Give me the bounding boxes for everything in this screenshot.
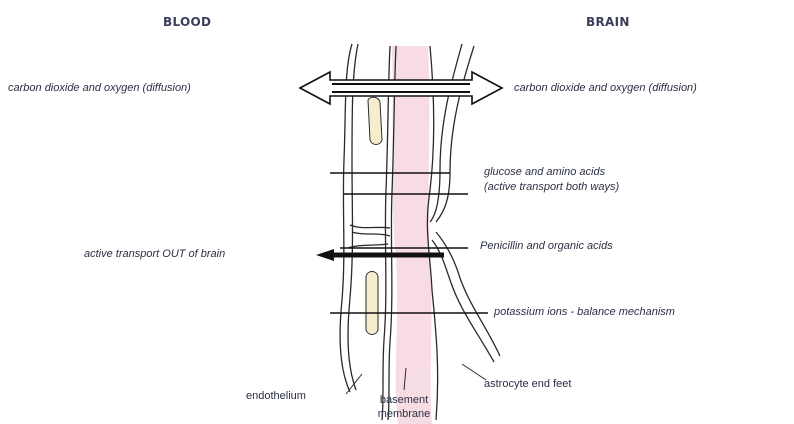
glucose-label-line1: glucose and amino acids — [484, 166, 605, 178]
blood-header: BLOOD — [163, 15, 211, 29]
cell-junction-upper — [350, 225, 390, 228]
nucleus-lower — [366, 272, 378, 335]
nucleus-upper — [368, 97, 382, 144]
brain-header: BRAIN — [586, 15, 630, 29]
co2-label-right: carbon dioxide and oxygen (diffusion) — [514, 82, 697, 94]
cell-junction-upper-2 — [352, 232, 390, 236]
astrocyte-leader — [462, 364, 486, 380]
basement-membrane-band — [392, 46, 432, 424]
potassium-label: potassium ions - balance mechanism — [494, 306, 675, 318]
active-out-arrow-head — [316, 249, 334, 261]
basement-label-line1: basement — [374, 394, 434, 406]
astrocyte-wall-4 — [432, 240, 494, 362]
endothelium-label: endothelium — [246, 390, 306, 402]
active-out-label: active transport OUT of brain — [84, 248, 225, 260]
glucose-label-line2: (active transport both ways) — [484, 181, 619, 193]
astrocyte-label: astrocyte end feet — [484, 378, 571, 390]
basement-label-line2: membrane — [374, 408, 434, 420]
co2-label-left: carbon dioxide and oxygen (diffusion) — [8, 82, 191, 94]
astrocyte-wall-2 — [430, 44, 462, 222]
penicillin-label: Penicillin and organic acids — [480, 240, 613, 252]
endothelium-leader — [346, 374, 362, 394]
